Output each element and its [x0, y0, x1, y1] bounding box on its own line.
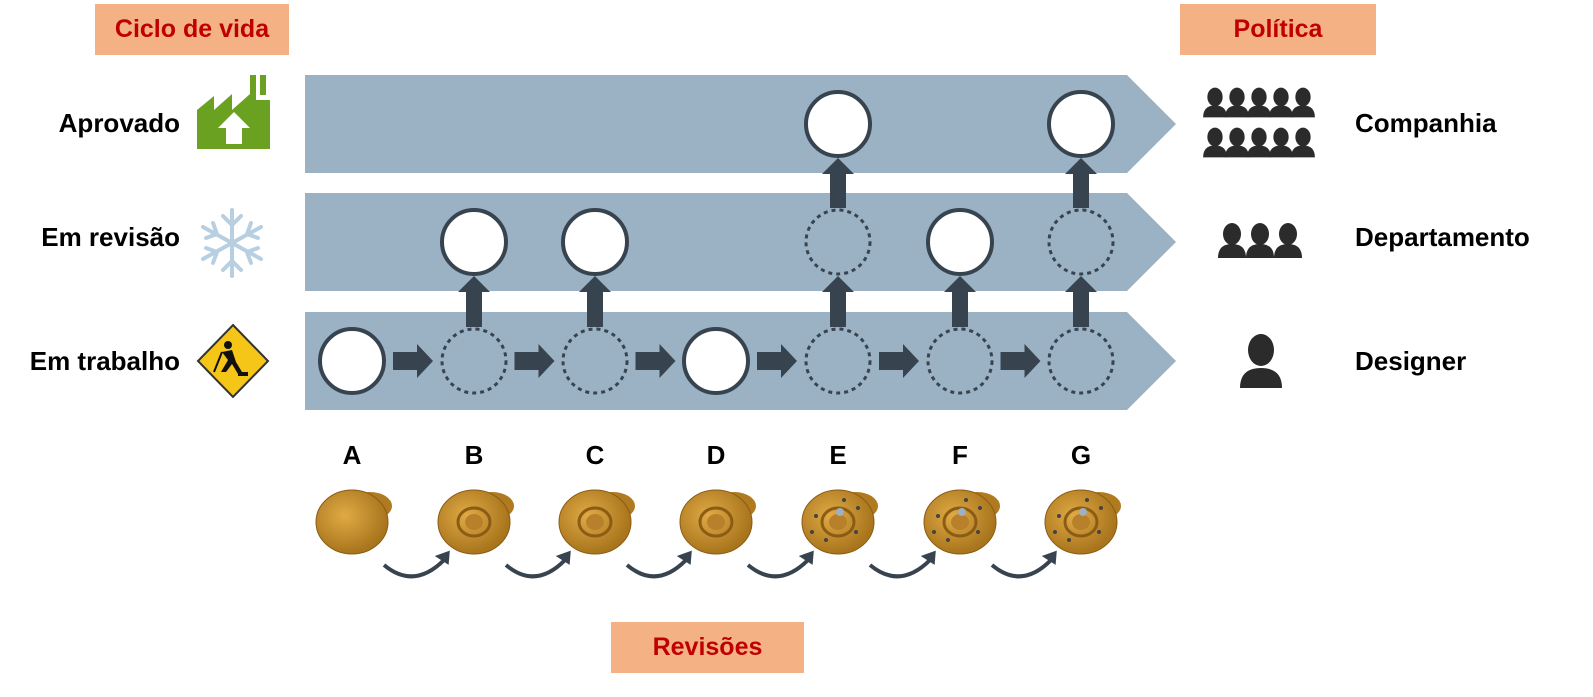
revision-curve-arrowhead — [1041, 550, 1057, 565]
person-head — [1251, 223, 1269, 245]
person-body — [1291, 105, 1315, 118]
revision-letter-a: A — [342, 440, 362, 470]
state-circle-g — [1047, 90, 1115, 158]
person-head — [1273, 127, 1289, 147]
state-label-in-work: Em trabalho — [29, 346, 180, 376]
person-head — [1207, 87, 1223, 107]
person-body — [1246, 244, 1274, 258]
factory-icon — [197, 75, 270, 149]
policy-label-company: Companhia — [1355, 108, 1497, 138]
revision-curve-arrowhead — [434, 550, 450, 565]
promote-arrow — [822, 158, 854, 208]
state-label-approved: Aprovado — [58, 108, 180, 138]
state-circle-dashed-e — [804, 327, 872, 395]
person-head — [1295, 127, 1311, 147]
part-g — [1044, 489, 1121, 555]
revision-letter-e: E — [829, 440, 847, 470]
department-group-icon — [1218, 223, 1302, 258]
policy-label-designer: Designer — [1355, 346, 1467, 376]
person-body — [1291, 145, 1315, 158]
promote-arrow — [1065, 276, 1097, 327]
state-circle-dashed-g — [1047, 327, 1115, 395]
state-circle-b — [440, 208, 508, 276]
person-head — [1279, 223, 1297, 245]
revision-curve-arrowhead — [798, 550, 814, 565]
person-body — [1247, 105, 1271, 118]
part-f — [923, 489, 1000, 555]
promote-arrow — [579, 276, 611, 327]
state-circle-dashed-e — [804, 208, 872, 276]
flow-arrow — [757, 344, 797, 378]
revision-curve-arrow — [990, 558, 1053, 579]
part-c — [558, 489, 635, 555]
promote-arrow — [944, 276, 976, 327]
revisions-header: Revisões — [611, 622, 804, 673]
person-body — [1203, 145, 1227, 158]
worker-sign-icon — [196, 323, 270, 399]
revision-letter-g: G — [1070, 440, 1092, 470]
revision-curve-arrowhead — [676, 550, 692, 565]
revision-letter-c: C — [585, 440, 605, 470]
person-head — [1273, 87, 1289, 107]
person-head — [1223, 223, 1241, 245]
flow-arrow — [1000, 344, 1041, 378]
person-body — [1269, 105, 1293, 118]
revision-curve-arrow — [504, 558, 567, 579]
state-circle-c — [561, 208, 629, 276]
person-head — [1229, 127, 1245, 147]
promote-arrow — [1065, 158, 1097, 208]
part-e — [801, 489, 878, 555]
person-body — [1225, 105, 1249, 118]
state-circle-d — [682, 327, 750, 395]
flow-arrow — [514, 344, 555, 378]
person-head — [1295, 87, 1311, 107]
flow-arrow — [393, 344, 433, 378]
lifecycle-header: Ciclo de vida — [95, 4, 289, 55]
snowflake-icon — [201, 208, 263, 278]
person-head — [1251, 87, 1267, 107]
person-head — [1229, 87, 1245, 107]
flow-arrow — [635, 344, 676, 378]
state-circle-f — [926, 208, 994, 276]
flow-arrow — [879, 344, 919, 378]
revision-letter-f: F — [952, 440, 968, 470]
state-circle-e — [804, 90, 872, 158]
revision-curve-arrowhead — [920, 550, 936, 565]
revision-curve-arrow — [746, 558, 810, 579]
state-circle-dashed-b — [440, 327, 508, 395]
revision-letter-b: B — [464, 440, 484, 470]
person-body — [1218, 244, 1246, 258]
band-approved — [305, 75, 1176, 173]
policy-header: Política — [1180, 4, 1376, 55]
state-label-in-review: Em revisão — [41, 222, 180, 252]
state-circle-dashed-c — [561, 327, 629, 395]
person-body — [1269, 145, 1293, 158]
person-icon — [1240, 334, 1282, 388]
revision-curve-arrow — [868, 558, 932, 579]
revision-curve-arrow — [625, 558, 688, 579]
company-group-icon — [1203, 87, 1315, 158]
revision-curve-arrowhead — [555, 550, 571, 565]
part-a — [315, 489, 392, 555]
state-circle-a — [318, 327, 386, 395]
band-in-review — [305, 193, 1176, 291]
promote-arrow — [458, 276, 490, 327]
person-head — [1207, 127, 1223, 147]
part-d — [679, 489, 756, 555]
revision-letter-d: D — [706, 440, 726, 470]
person-head — [1251, 127, 1267, 147]
state-circle-dashed-f — [926, 327, 994, 395]
state-circle-dashed-g — [1047, 208, 1115, 276]
person-body — [1203, 105, 1227, 118]
policy-label-department: Departamento — [1355, 222, 1530, 252]
promote-arrow — [822, 276, 854, 327]
revision-curve-arrow — [382, 558, 446, 579]
person-body — [1274, 244, 1302, 258]
person-body — [1247, 145, 1271, 158]
person-body — [1225, 145, 1249, 158]
part-b — [437, 489, 514, 555]
